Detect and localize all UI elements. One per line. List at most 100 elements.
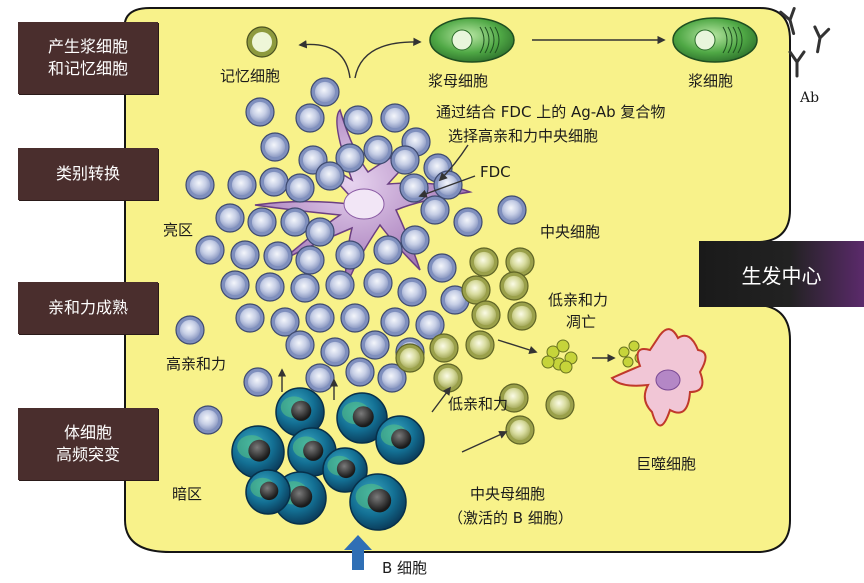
light-zone-b-cell: [377, 363, 407, 393]
centrocyte-cell: [395, 343, 425, 373]
light-zone-b-cell: [315, 161, 345, 191]
light-zone-b-cell: [247, 207, 277, 237]
light-zone-b-cell: [193, 405, 223, 435]
centrocyte-cell: [469, 247, 499, 277]
centrocyte-cell: [433, 363, 463, 393]
light-zone-b-cell: [220, 270, 250, 300]
light-zone-b-cell: [243, 367, 273, 397]
light-zone-b-cell: [230, 240, 260, 270]
dark-zone-label: 暗区: [172, 485, 203, 503]
stage-class-switch: 类别转换: [18, 148, 158, 200]
light-zone-b-cell: [400, 225, 430, 255]
light-zone-b-cell: [360, 330, 390, 360]
low-affinity-apoptosis-line1: 低亲和力: [548, 291, 609, 309]
light-zone-b-cell: [175, 315, 205, 345]
arrow-selection-fdc: [438, 144, 469, 182]
light-zone-b-cell: [420, 195, 450, 225]
antibody-label: Ab: [800, 90, 820, 106]
light-zone-b-cell: [343, 105, 373, 135]
centrocyte-cell: [507, 301, 537, 331]
stage-plasma-memory: 产生浆细胞 和记忆细胞: [18, 22, 158, 94]
light-zone-b-cell: [305, 363, 335, 393]
light-zone-b-cell: [397, 277, 427, 307]
arrow-centroblast-to-centrocyte: [461, 430, 508, 453]
centroblast-cell: [375, 415, 425, 465]
light-zone-b-cell: [285, 330, 315, 360]
light-zone-b-cell: [345, 357, 375, 387]
light-zone-b-cell: [245, 97, 275, 127]
light-zone-b-cell: [427, 253, 457, 283]
plasma-cell: [672, 17, 758, 63]
centrocyte-label: 中央细胞: [540, 223, 601, 241]
centrocyte-cell: [499, 271, 529, 301]
fdc-label: FDC: [480, 163, 511, 181]
light-zone-b-cell: [255, 272, 285, 302]
macrophage-cell: [610, 328, 707, 427]
light-zone-b-cell: [320, 337, 350, 367]
light-zone-b-cell: [363, 268, 393, 298]
light-zone-b-cell: [340, 303, 370, 333]
arrow-to-plasmablast: [354, 37, 422, 79]
light-zone-b-cell: [305, 303, 335, 333]
light-zone-b-cell: [227, 170, 257, 200]
light-zone-b-cell: [295, 103, 325, 133]
selection-text-line1: 通过结合 FDC 上的 Ag-Ab 复合物: [436, 103, 666, 121]
centrocyte-cell: [471, 300, 501, 330]
light-zone-b-cell: [260, 132, 290, 162]
light-zone-b-cell: [235, 303, 265, 333]
light-zone-b-cell: [373, 235, 403, 265]
light-zone-b-cell: [290, 273, 320, 303]
light-zone-b-cell: [415, 310, 445, 340]
arrow-fdc-label: [418, 175, 476, 198]
plasmablast-cell: [429, 17, 515, 63]
centrocyte-cell: [461, 275, 491, 305]
light-zone-b-cell: [310, 77, 340, 107]
macrophage-label: 巨噬细胞: [636, 455, 697, 473]
low-affinity-label: 低亲和力: [448, 395, 509, 413]
stage-affinity-maturation: 亲和力成熟: [18, 282, 158, 334]
memory-cell: [246, 26, 278, 58]
selection-text-line2: 选择高亲和力中央细胞: [448, 127, 599, 145]
light-zone-b-cell: [270, 307, 300, 337]
centroblast-cell: [231, 425, 285, 479]
light-zone-b-cell: [363, 135, 393, 165]
light-zone-b-cell: [195, 235, 225, 265]
antibody-icon: [813, 25, 831, 54]
light-zone-b-cell: [390, 145, 420, 175]
germinal-center-label: 生发中心: [699, 241, 864, 307]
b-cell-label: B 细胞: [382, 559, 428, 577]
light-zone-b-cell: [453, 207, 483, 237]
plasma-cell-label: 浆细胞: [688, 72, 734, 90]
antibody-icon: [779, 7, 796, 36]
stage-somatic-hypermutation: 体细胞 高频突变: [18, 408, 158, 480]
centroblast-cell: [336, 392, 388, 444]
centroblast-cell: [245, 469, 291, 515]
light-zone-b-cell: [325, 270, 355, 300]
light-zone-b-cell: [215, 203, 245, 233]
apoptotic-cell: [541, 339, 578, 374]
low-affinity-apoptosis-line2: 凋亡: [566, 313, 597, 331]
centrocyte-cell: [505, 247, 535, 277]
high-affinity-label: 高亲和力: [166, 355, 227, 373]
centroblast-cell: [349, 473, 407, 531]
centroblast-cell: [322, 447, 368, 493]
light-zone-b-cell: [259, 167, 289, 197]
light-zone-b-cell: [399, 173, 429, 203]
memory-cell-label: 记忆细胞: [220, 67, 281, 85]
centroblast-label-line1: 中央母细胞: [470, 485, 546, 503]
plasmablast-label: 浆母细胞: [428, 72, 489, 90]
light-zone-b-cell: [263, 241, 293, 271]
light-zone-b-cell: [285, 173, 315, 203]
centrocyte-cell: [499, 383, 529, 413]
arrow-to-apoptosis: [497, 339, 538, 354]
light-zone-b-cell: [295, 245, 325, 275]
light-zone-b-cell: [185, 170, 215, 200]
centrocyte-cell: [465, 330, 495, 360]
light-zone-b-cell: [380, 307, 410, 337]
light-zone-b-cell: [380, 103, 410, 133]
light-zone-b-cell: [497, 195, 527, 225]
centrocyte-cell: [505, 415, 535, 445]
centrocyte-cell: [545, 390, 575, 420]
centrocyte-cell: [429, 333, 459, 363]
